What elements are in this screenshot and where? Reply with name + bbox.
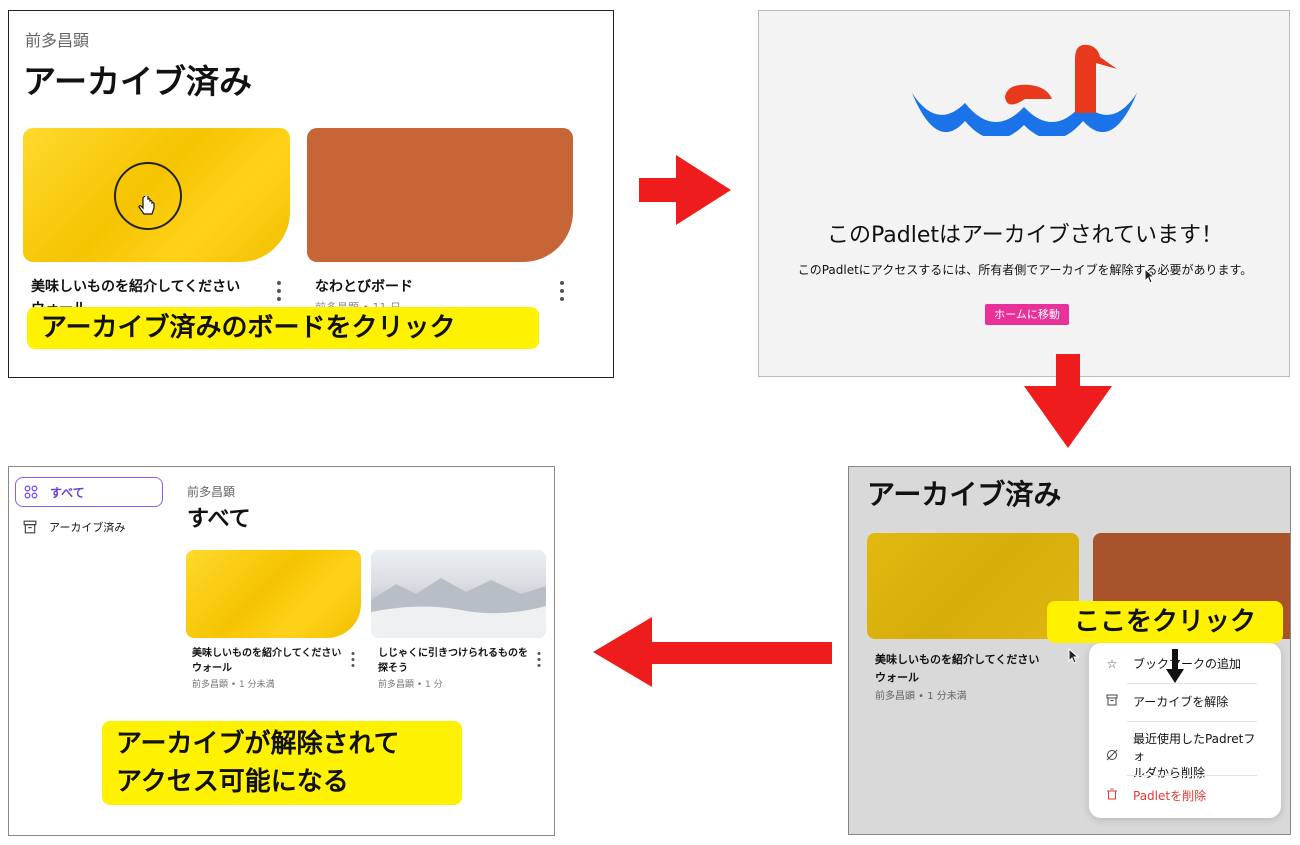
- menu-item-remove-recent[interactable]: 最近使用したPadretフォ ルダから削除: [1103, 731, 1267, 782]
- snow-landscape-image: [371, 578, 546, 638]
- card1-title: 美味しいものを紹介してください ウォール: [192, 648, 342, 674]
- card2-more-menu-icon[interactable]: [537, 652, 541, 670]
- context-menu: ☆ ブックマークの追加 アーカイブを解除 最近使用したPadretフォ ルダから…: [1089, 643, 1281, 818]
- card-meta: 前多昌顕 • 1 分未満: [875, 691, 967, 702]
- panel-archived-list: 前多昌顕 アーカイブ済み 美味しいものを紹介してください ウォール なわとびボー…: [8, 10, 614, 378]
- card1-more-menu-icon[interactable]: [277, 281, 281, 305]
- archived-notice-description: このPadletにアクセスするには、所有者側でアーカイブを解除する必要があります…: [797, 263, 1253, 277]
- page-title: すべて: [187, 507, 251, 532]
- nav-item-archived[interactable]: アーカイブ済み: [15, 515, 163, 539]
- menu-divider: [1127, 683, 1257, 684]
- menu-item-unarchive[interactable]: アーカイブを解除: [1103, 693, 1267, 710]
- card1-meta: 前多昌顕 • 1 分未満: [192, 680, 275, 690]
- archived-notice-heading: このPadletはアーカイブされています！: [826, 223, 1224, 248]
- nav-item-label: アーカイブ済み: [49, 521, 126, 534]
- nav-item-all[interactable]: すべて: [15, 477, 163, 507]
- archived-board-card[interactable]: [867, 533, 1079, 639]
- mouse-pointer-icon: [1144, 268, 1156, 284]
- archived-board-card[interactable]: [23, 128, 290, 262]
- card2-meta: 前多昌顕 • 1 分: [378, 680, 443, 690]
- star-icon: ☆: [1106, 656, 1118, 671]
- panel-unarchive-menu: アーカイブ済み 美味しいものを紹介してください ウォール 前多昌顕 • 1 分未…: [848, 466, 1291, 835]
- owner-name: 前多昌顕: [187, 485, 236, 499]
- card2-more-menu-icon[interactable]: [560, 281, 564, 305]
- callout-click-here: ここをクリック: [1047, 601, 1283, 643]
- nav-item-label: すべて: [50, 485, 85, 500]
- hand-cursor-icon: [138, 196, 155, 215]
- card1-more-menu-icon[interactable]: [351, 652, 355, 670]
- grid-icon: [24, 485, 38, 499]
- panel-archived-notice: このPadletはアーカイブされています！ このPadletにアクセスするには、…: [758, 10, 1290, 377]
- page-title: アーカイブ済み: [867, 478, 1062, 511]
- mouse-pointer-icon: [1068, 648, 1080, 664]
- padlet-swan-logo: [912, 44, 1137, 136]
- card2-title: しじゃくに引きつけられるものを 探そう: [378, 648, 528, 674]
- card2-title: なわとびボード: [315, 279, 413, 295]
- menu-divider: [1127, 775, 1257, 776]
- home-button[interactable]: ホームに移動: [985, 304, 1069, 325]
- restored-board-card[interactable]: [186, 550, 361, 638]
- down-arrow-icon: [1166, 649, 1184, 683]
- archive-icon: [1103, 694, 1121, 709]
- callout-click-archived-board: アーカイブ済みのボードをクリック: [27, 307, 539, 349]
- red-arrow-right: [639, 155, 731, 225]
- panel-all-boards: すべて アーカイブ済み 前多昌顕 すべて 美味しいものを紹介してください ウォー…: [8, 466, 555, 836]
- slash-circle-icon: [1103, 749, 1121, 764]
- owner-name: 前多昌顕: [25, 31, 90, 50]
- click-highlight-circle: [114, 162, 182, 230]
- card-title: 美味しいものを紹介してください ウォール: [875, 653, 1040, 684]
- menu-item-delete[interactable]: Padletを削除: [1103, 787, 1267, 804]
- callout-now-accessible: アーカイブが解除されて アクセス可能になる: [102, 721, 462, 805]
- menu-item-bookmark[interactable]: ☆ ブックマークの追加: [1103, 655, 1267, 672]
- shijaku-board-card[interactable]: [371, 550, 546, 638]
- jumprope-board-card[interactable]: [307, 128, 573, 262]
- trash-icon: [1103, 788, 1121, 803]
- red-arrow-left: [593, 617, 832, 687]
- page-title: アーカイブ済み: [23, 62, 253, 101]
- red-arrow-down: [1024, 354, 1112, 448]
- archive-icon: [23, 520, 37, 534]
- menu-divider: [1127, 721, 1257, 722]
